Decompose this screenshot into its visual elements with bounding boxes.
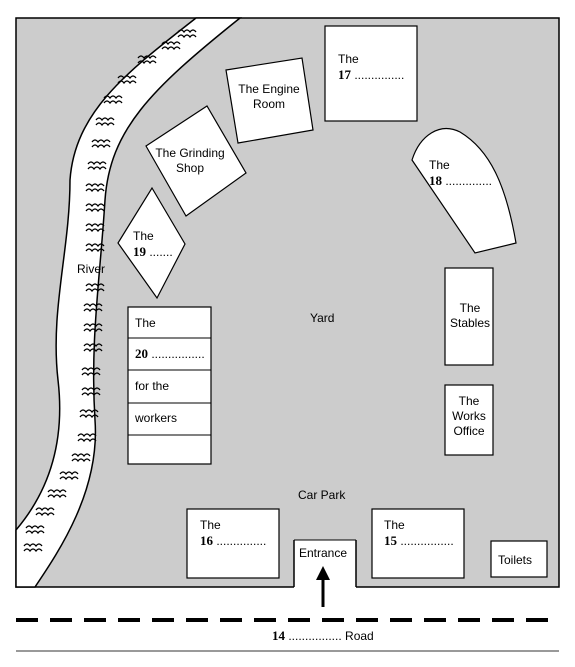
wave-mark <box>87 166 107 171</box>
wave-mark <box>85 228 105 233</box>
wave-mark <box>83 348 103 353</box>
wave-mark <box>87 161 107 166</box>
works-office-building <box>444 384 494 456</box>
wave-mark <box>59 471 79 476</box>
grinding-shop-label: The Grinding Shop <box>155 146 225 175</box>
wave-mark <box>85 208 105 213</box>
wave-mark <box>103 100 123 105</box>
question-20-number: 20 <box>135 346 148 361</box>
wave-mark <box>161 41 181 46</box>
question-17-number: 17 <box>338 67 351 82</box>
river <box>15 17 243 588</box>
wave-mark <box>79 409 99 414</box>
works-office-label: The Works Office <box>452 394 486 438</box>
building-19 <box>117 186 186 300</box>
entrance-label: Entrance <box>299 546 348 560</box>
yard-label: Yard <box>310 311 335 325</box>
wave-mark <box>83 328 103 333</box>
wave-mark <box>81 372 101 377</box>
wave-mark <box>85 248 105 253</box>
wave-mark <box>77 433 97 438</box>
question-20-label: 20 ................ <box>135 346 205 361</box>
wave-mark <box>77 438 97 443</box>
river-label: River <box>77 262 106 276</box>
entrance-gap <box>294 540 356 592</box>
wave-mark <box>85 223 105 228</box>
wave-mark <box>85 243 105 248</box>
wave-mark <box>25 530 45 535</box>
question-20-the: The <box>135 316 156 330</box>
wave-mark <box>161 46 181 51</box>
building-16 <box>186 508 280 579</box>
wave-mark <box>177 34 197 39</box>
wave-mark <box>83 303 103 308</box>
stables-label: The Stables <box>449 301 491 330</box>
wave-mark <box>117 80 137 85</box>
wave-mark <box>103 95 123 100</box>
wave-mark <box>83 308 103 313</box>
question-17-label: The 17 ............... <box>338 52 405 82</box>
question-18-label: The 18 .............. <box>429 158 493 188</box>
wave-mark <box>81 387 101 392</box>
wave-mark <box>91 144 111 149</box>
question-16-label: The 16 ............... <box>200 518 267 548</box>
wave-mark <box>117 75 137 80</box>
wave-mark <box>79 414 99 419</box>
toilets-building <box>490 540 548 578</box>
wave-mark <box>85 188 105 193</box>
question-18-number: 18 <box>429 173 442 188</box>
building-17 <box>324 25 418 122</box>
toilets-label: Toilets <box>498 553 533 567</box>
wave-mark <box>85 283 105 288</box>
wave-mark <box>23 543 43 548</box>
engine-room-building <box>225 57 314 144</box>
wave-mark <box>47 489 67 494</box>
wave-mark <box>137 55 157 60</box>
building-18 <box>411 128 517 254</box>
grinding-shop-building <box>145 105 247 217</box>
wave-mark <box>83 323 103 328</box>
question-20-line3: for the <box>135 379 170 393</box>
wave-mark <box>95 122 115 127</box>
wave-mark <box>83 343 103 348</box>
building-20 <box>127 306 212 465</box>
wave-mark <box>81 392 101 397</box>
question-15-label: The 15 ................ <box>384 518 454 548</box>
car-park-label: Car Park <box>298 488 346 502</box>
stables-building <box>444 267 494 366</box>
question-16-number: 16 <box>200 533 213 548</box>
wave-mark <box>35 512 55 517</box>
wave-mark <box>91 139 111 144</box>
engine-room-label: The Engine Room <box>238 82 300 111</box>
wave-mark <box>59 476 79 481</box>
wave-mark <box>25 525 45 530</box>
question-20-line4: workers <box>135 411 178 425</box>
wave-mark <box>71 458 91 463</box>
question-19-label: The 19 ....... <box>133 229 173 259</box>
question-15-number: 15 <box>384 533 397 548</box>
wave-mark <box>177 29 197 34</box>
wave-mark <box>85 183 105 188</box>
wave-mark <box>95 117 115 122</box>
wave-mark <box>85 203 105 208</box>
question-19-number: 19 <box>133 244 146 259</box>
wave-mark <box>81 367 101 372</box>
wave-mark <box>47 494 67 499</box>
question-14-road-label: 14 ................ Road <box>272 628 374 643</box>
question-14-number: 14 <box>272 628 285 643</box>
building-15 <box>371 508 465 579</box>
wave-mark <box>85 288 105 293</box>
wave-mark <box>23 548 43 553</box>
wave-mark <box>137 60 157 65</box>
wave-mark <box>71 453 91 458</box>
wave-mark <box>35 507 55 512</box>
river-waves <box>23 29 197 553</box>
